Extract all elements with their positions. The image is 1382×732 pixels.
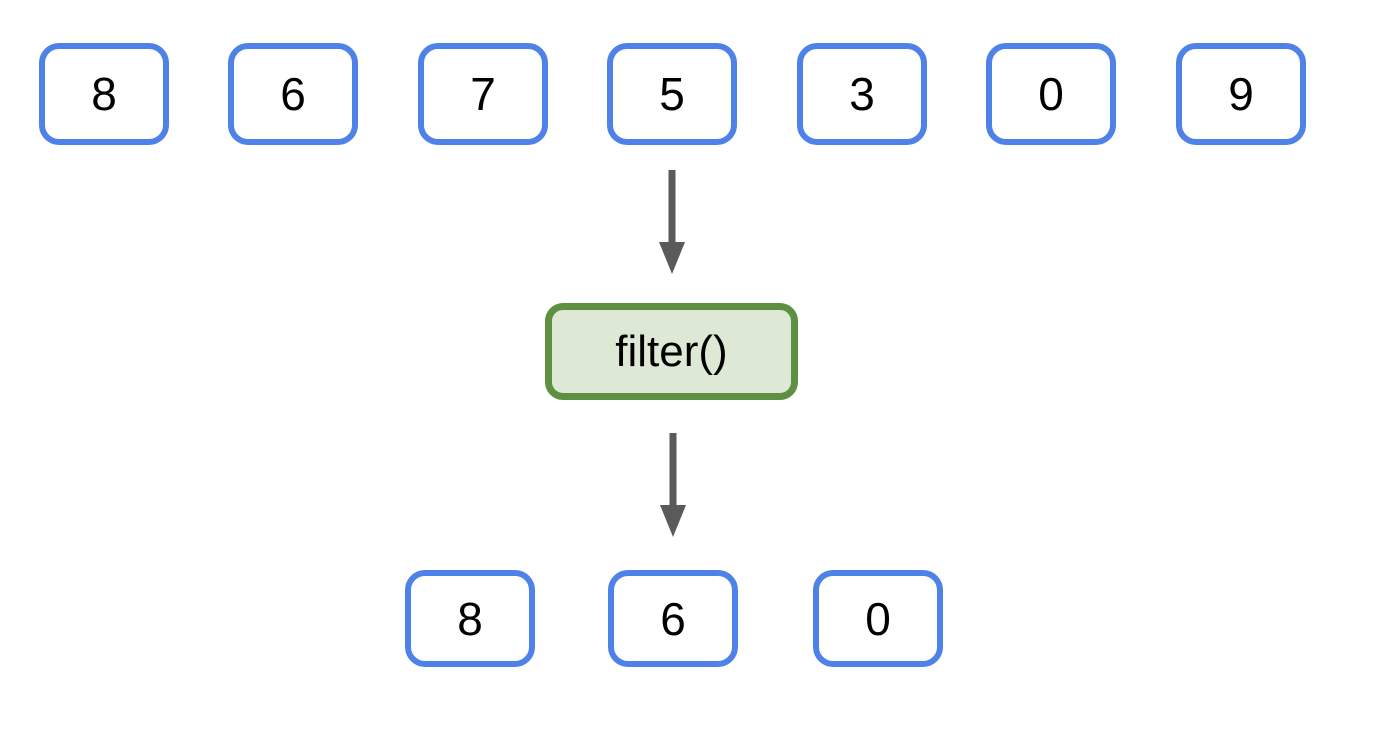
input-item-value: 8 — [91, 68, 117, 120]
output-item-value: 0 — [865, 592, 891, 645]
filter-function-label: filter() — [615, 326, 728, 376]
output-item-box: 0 — [813, 570, 943, 667]
input-item-box: 5 — [607, 43, 737, 145]
input-item-value: 3 — [849, 68, 875, 120]
arrow-down-icon — [659, 170, 685, 274]
output-item-value: 6 — [660, 592, 686, 645]
input-item-value: 6 — [280, 68, 306, 120]
input-item-box: 6 — [228, 43, 358, 145]
arrow-head — [659, 242, 685, 274]
output-item-box: 6 — [608, 570, 738, 667]
input-item-box: 8 — [39, 43, 169, 145]
input-item-box: 7 — [418, 43, 548, 145]
input-item-value: 7 — [470, 68, 496, 120]
input-item-value: 9 — [1228, 68, 1254, 120]
input-item-box: 3 — [797, 43, 927, 145]
arrow-shaft — [668, 170, 676, 246]
input-item-value: 5 — [659, 68, 685, 120]
input-item-box: 0 — [986, 43, 1116, 145]
arrow-head — [660, 505, 686, 537]
arrow-shaft — [669, 433, 677, 509]
input-item-box: 9 — [1176, 43, 1306, 145]
filter-function-box: filter() — [545, 303, 798, 400]
output-item-box: 8 — [405, 570, 535, 667]
arrow-down-icon — [660, 433, 686, 537]
input-item-value: 0 — [1038, 68, 1064, 120]
output-item-value: 8 — [457, 592, 483, 645]
